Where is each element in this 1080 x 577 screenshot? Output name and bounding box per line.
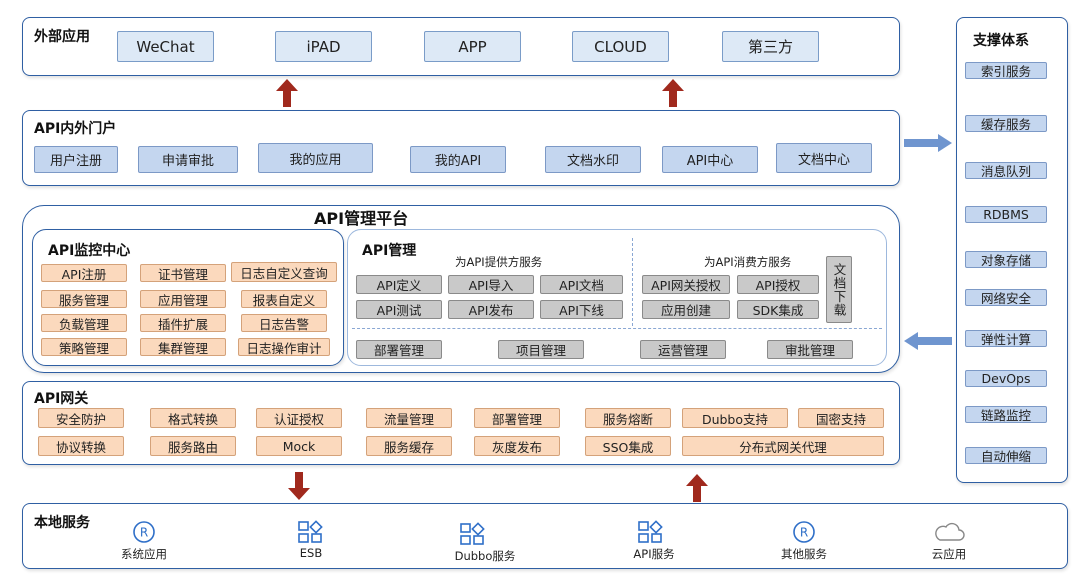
portal-user-register[interactable]: 用户注册 — [34, 146, 118, 173]
gw-dubbo[interactable]: Dubbo支持 — [682, 408, 788, 428]
consumer-api-auth[interactable]: API授权 — [737, 275, 819, 294]
svg-text:R: R — [140, 526, 148, 540]
support-message-queue[interactable]: 消息队列 — [965, 162, 1047, 179]
mgmt-project[interactable]: 项目管理 — [498, 340, 584, 359]
down-arrow-icon — [288, 472, 310, 500]
gw-gray-release[interactable]: 灰度发布 — [474, 436, 560, 456]
portal-doc-center[interactable]: 文档中心 — [776, 143, 872, 173]
up-arrow-icon — [662, 79, 684, 107]
gw-service-route[interactable]: 服务路由 — [150, 436, 236, 456]
monitor-cluster-manage[interactable]: 集群管理 — [140, 338, 226, 356]
provider-api-import[interactable]: API导入 — [448, 275, 534, 294]
gw-service-cache[interactable]: 服务缓存 — [366, 436, 452, 456]
registered-icon: R — [793, 521, 815, 543]
modules-icon — [460, 522, 485, 545]
local-services-title: 本地服务 — [34, 515, 90, 531]
portal-doc-watermark[interactable]: 文档水印 — [545, 146, 641, 173]
external-apps-title: 外部应用 — [34, 29, 90, 45]
monitor-load-manage[interactable]: 负载管理 — [41, 314, 127, 332]
doc-download[interactable]: 文档下载 — [826, 256, 852, 323]
consumer-gateway-auth[interactable]: API网关授权 — [642, 275, 730, 294]
support-trace-monitor[interactable]: 链路监控 — [965, 406, 1047, 423]
support-elastic-compute[interactable]: 弹性计算 — [965, 330, 1047, 347]
local-service-api[interactable]: API服务 — [633, 547, 675, 561]
portal-my-api[interactable]: 我的API — [410, 146, 506, 173]
support-network-security[interactable]: 网络安全 — [965, 289, 1047, 306]
monitor-app-manage[interactable]: 应用管理 — [140, 290, 226, 308]
modules-icon — [298, 520, 323, 543]
monitor-log-alert[interactable]: 日志告警 — [241, 314, 327, 332]
local-service-dubbo[interactable]: Dubbo服务 — [454, 549, 516, 563]
local-services-panel — [22, 503, 1068, 569]
gw-format-convert[interactable]: 格式转换 — [150, 408, 236, 428]
local-service-other[interactable]: 其他服务 — [781, 547, 827, 561]
support-auto-scale[interactable]: 自动伸缩 — [965, 447, 1047, 464]
gw-deploy[interactable]: 部署管理 — [474, 408, 560, 428]
provider-api-doc[interactable]: API文档 — [540, 275, 623, 294]
gw-traffic[interactable]: 流量管理 — [366, 408, 452, 428]
local-service-cloud[interactable]: 云应用 — [931, 547, 967, 561]
support-index-service[interactable]: 索引服务 — [965, 62, 1047, 79]
gw-security[interactable]: 安全防护 — [38, 408, 124, 428]
vertical-divider — [632, 238, 633, 326]
support-cache-service[interactable]: 缓存服务 — [965, 115, 1047, 132]
svg-text:R: R — [800, 526, 808, 540]
provider-api-define[interactable]: API定义 — [356, 275, 442, 294]
api-gateway-title: API网关 — [34, 391, 89, 407]
local-service-system-app[interactable]: 系统应用 — [121, 547, 167, 561]
ext-app-cloud[interactable]: CLOUD — [572, 31, 669, 62]
modules-icon — [638, 520, 663, 543]
support-system-title: 支撑体系 — [973, 33, 1029, 49]
provider-api-publish[interactable]: API发布 — [448, 300, 534, 319]
api-monitor-title: API监控中心 — [48, 243, 131, 259]
ext-app-ipad[interactable]: iPAD — [275, 31, 372, 62]
monitor-report-custom[interactable]: 报表自定义 — [241, 290, 327, 308]
left-arrow-icon — [904, 332, 952, 350]
gw-sm-crypto[interactable]: 国密支持 — [798, 408, 884, 428]
provider-api-offline[interactable]: API下线 — [540, 300, 623, 319]
ext-app-third-party[interactable]: 第三方 — [722, 31, 819, 62]
provider-section-title: 为API提供方服务 — [455, 255, 543, 269]
cloud-icon — [935, 522, 965, 541]
up-arrow-icon — [276, 79, 298, 107]
gw-circuit-breaker[interactable]: 服务熔断 — [585, 408, 671, 428]
support-rdbms[interactable]: RDBMS — [965, 206, 1047, 223]
support-system-panel — [956, 17, 1068, 483]
monitor-service-manage[interactable]: 服务管理 — [41, 290, 127, 308]
mgmt-approval[interactable]: 审批管理 — [767, 340, 853, 359]
monitor-plugin-extend[interactable]: 插件扩展 — [140, 314, 226, 332]
monitor-log-audit[interactable]: 日志操作审计 — [238, 338, 330, 356]
api-portal-title: API内外门户 — [34, 121, 117, 137]
monitor-api-register[interactable]: API注册 — [41, 264, 127, 282]
provider-api-test[interactable]: API测试 — [356, 300, 442, 319]
up-arrow-icon — [686, 474, 708, 502]
horizontal-divider — [352, 328, 882, 329]
consumer-section-title: 为API消费方服务 — [704, 255, 792, 269]
local-service-esb[interactable]: ESB — [299, 546, 323, 560]
mgmt-deploy[interactable]: 部署管理 — [356, 340, 442, 359]
portal-apply-approve[interactable]: 申请审批 — [138, 146, 238, 173]
mgmt-operation[interactable]: 运营管理 — [640, 340, 726, 359]
consumer-app-create[interactable]: 应用创建 — [642, 300, 730, 319]
gw-protocol-convert[interactable]: 协议转换 — [38, 436, 124, 456]
api-platform-title: API管理平台 — [314, 209, 409, 228]
gw-sso[interactable]: SSO集成 — [585, 436, 671, 456]
ext-app-wechat[interactable]: WeChat — [117, 31, 214, 62]
right-arrow-icon — [904, 134, 952, 152]
support-devops[interactable]: DevOps — [965, 370, 1047, 387]
ext-app-app[interactable]: APP — [424, 31, 521, 62]
gw-mock[interactable]: Mock — [256, 436, 342, 456]
gw-auth[interactable]: 认证授权 — [256, 408, 342, 428]
monitor-cert-manage[interactable]: 证书管理 — [140, 264, 226, 282]
doc-download-label: 文档下载 — [831, 262, 847, 317]
api-management-title: API管理 — [362, 243, 417, 259]
registered-icon: R — [133, 521, 155, 543]
monitor-log-query[interactable]: 日志自定义查询 — [231, 262, 337, 282]
portal-api-center[interactable]: API中心 — [662, 146, 758, 173]
gw-distributed-proxy[interactable]: 分布式网关代理 — [682, 436, 884, 456]
consumer-sdk-integrate[interactable]: SDK集成 — [737, 300, 819, 319]
monitor-policy-manage[interactable]: 策略管理 — [41, 338, 127, 356]
portal-my-apps[interactable]: 我的应用 — [258, 143, 373, 173]
support-object-storage[interactable]: 对象存储 — [965, 251, 1047, 268]
